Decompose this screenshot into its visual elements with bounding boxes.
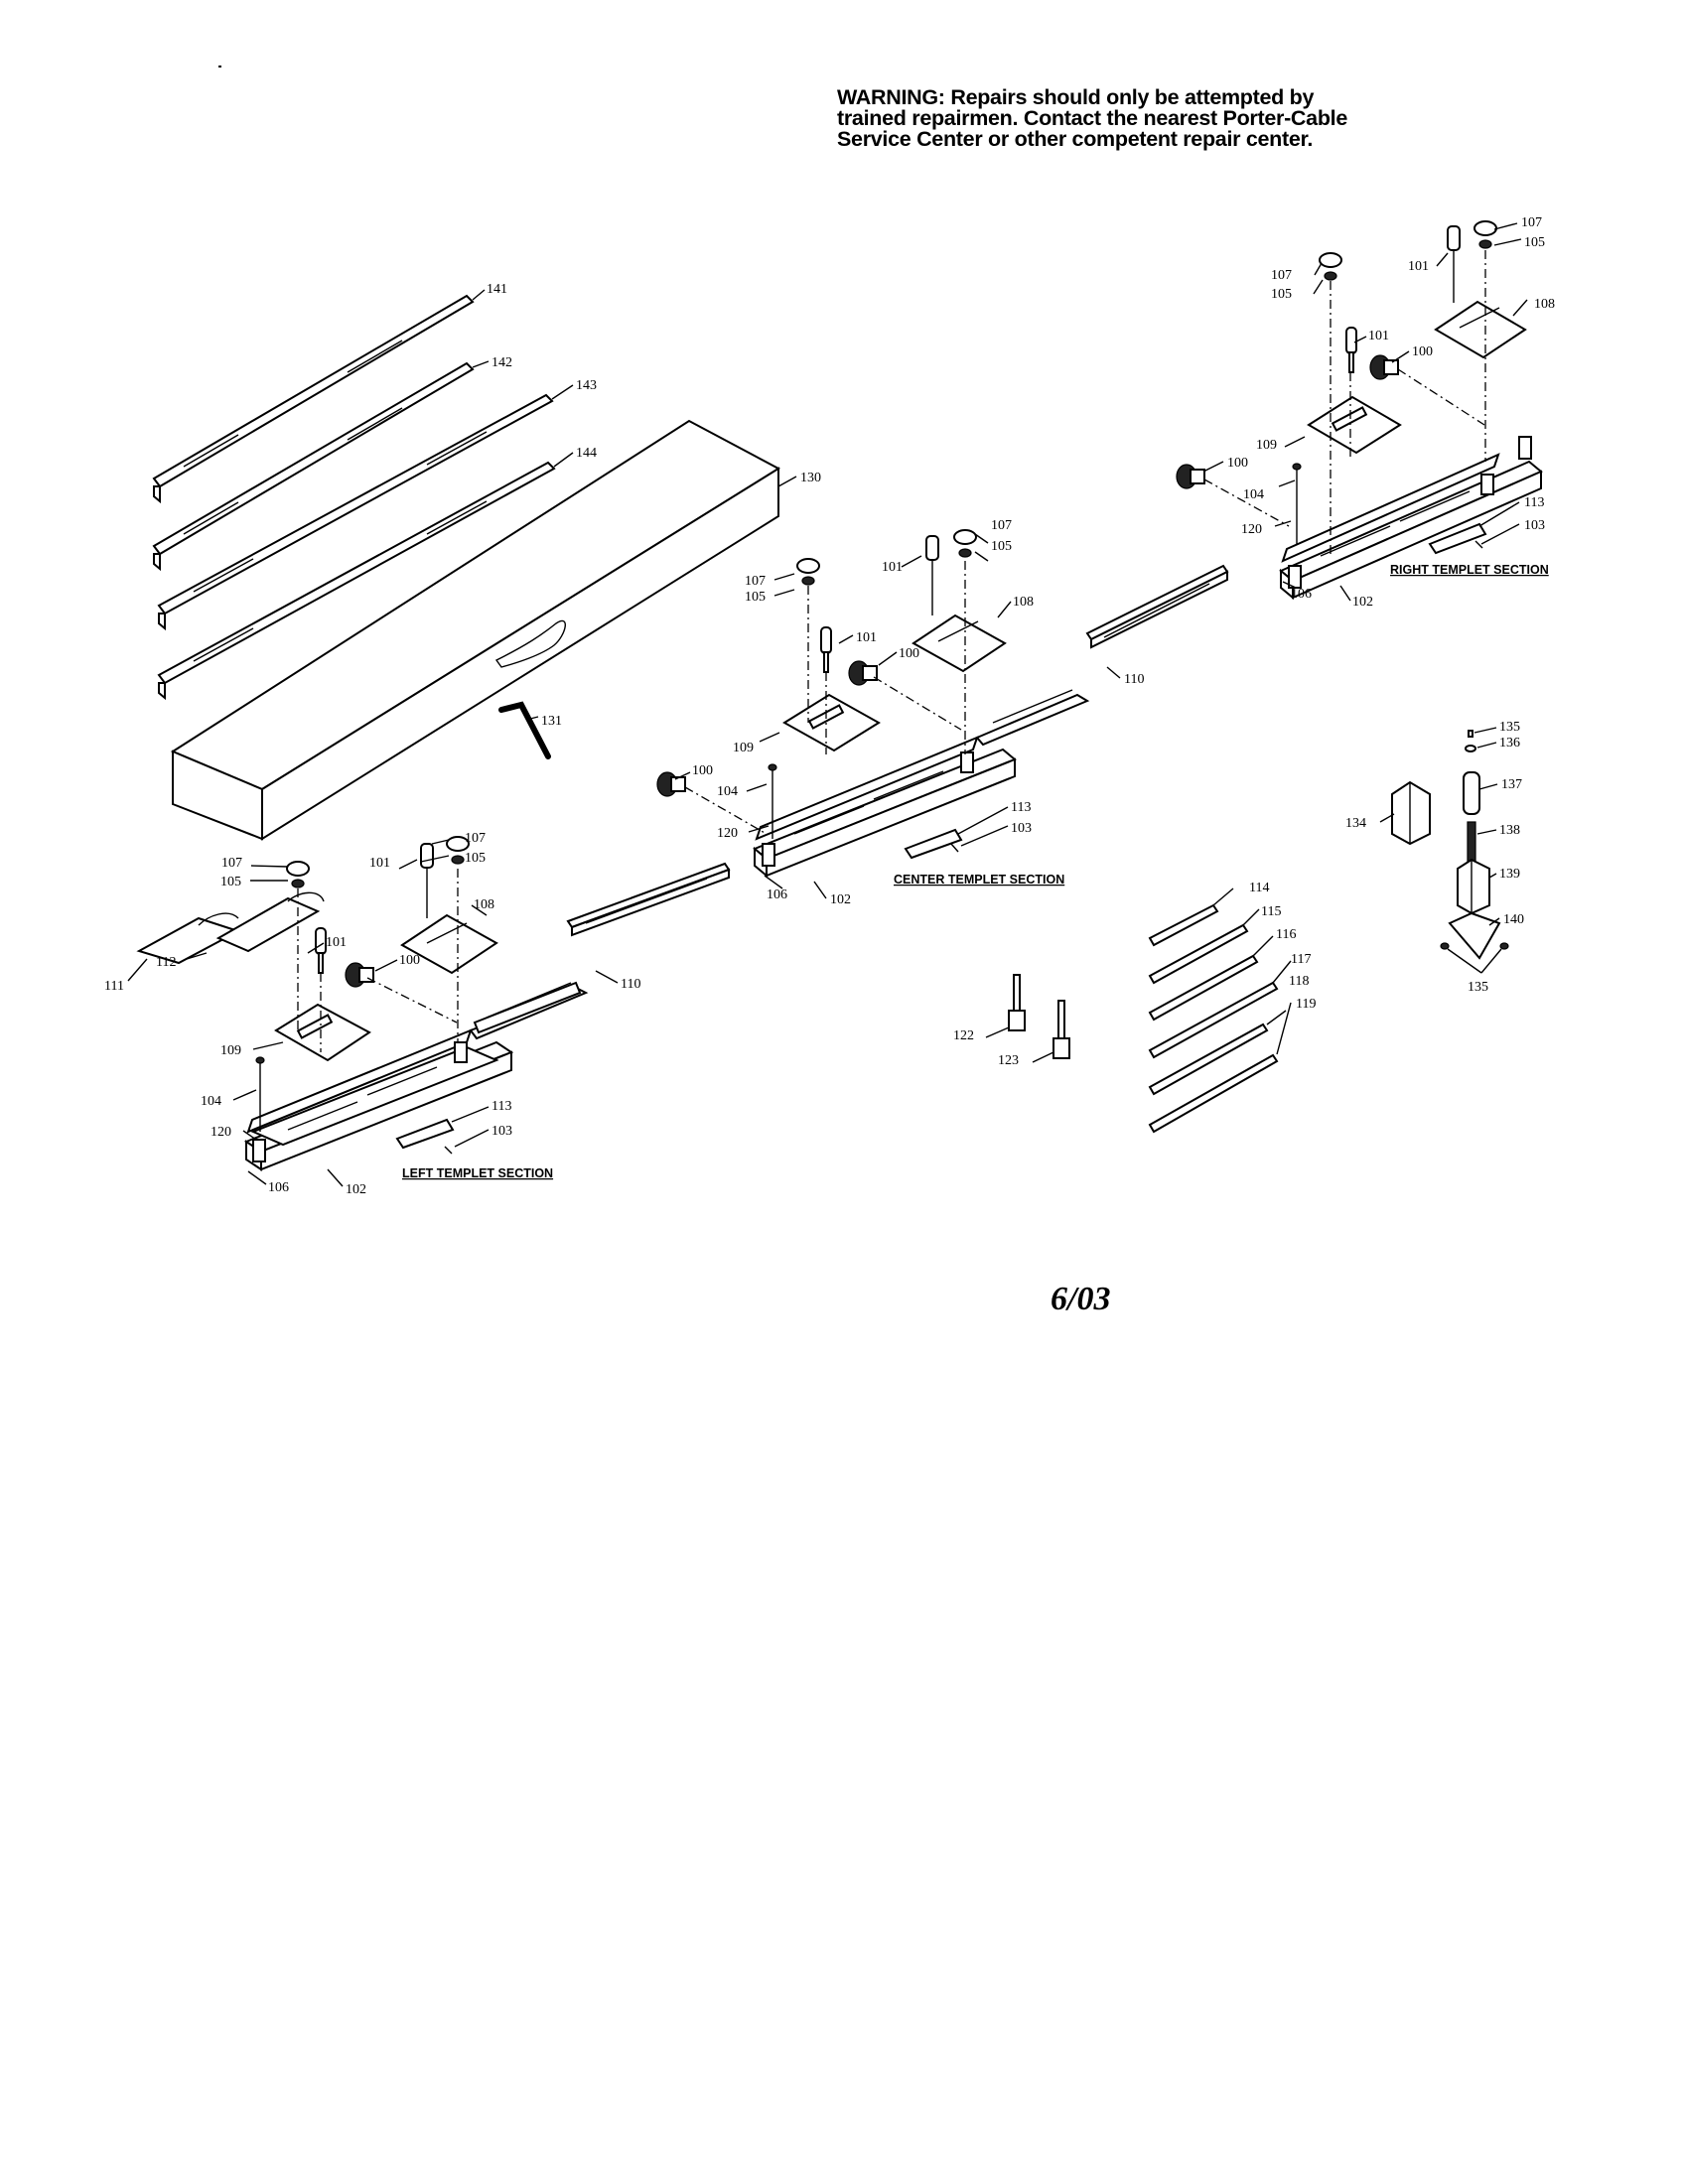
label-117: 117 — [1291, 952, 1311, 967]
label-106-center: 106 — [767, 887, 787, 902]
label-107-center-b: 107 — [991, 518, 1012, 533]
label-100-left: 100 — [399, 953, 420, 968]
label-106-left: 106 — [268, 1180, 289, 1195]
label-118: 118 — [1289, 974, 1309, 989]
label-100-center-b: 100 — [692, 763, 713, 778]
label-100-center: 100 — [899, 646, 919, 661]
label-108-right: 108 — [1534, 297, 1555, 312]
label-107-left: 107 — [221, 856, 242, 871]
label-101-left-b: 101 — [326, 935, 347, 950]
label-104-left: 104 — [201, 1094, 221, 1109]
label-105-center-b: 105 — [991, 539, 1012, 554]
label-101-right-a: 101 — [1408, 259, 1429, 274]
label-106-right: 106 — [1291, 587, 1312, 602]
label-120-right: 120 — [1241, 522, 1262, 537]
label-134: 134 — [1345, 816, 1366, 831]
label-102-left: 102 — [346, 1182, 366, 1197]
label-120-center: 120 — [717, 826, 738, 841]
guide-pins-122-123 — [1008, 974, 1070, 1059]
label-101-right-b: 101 — [1368, 329, 1389, 343]
right-section-label: RIGHT TEMPLET SECTION — [1390, 563, 1549, 577]
guide-rail-141 — [152, 294, 475, 504]
label-143: 143 — [576, 378, 597, 393]
label-107-right-a: 107 — [1521, 215, 1542, 230]
label-116: 116 — [1276, 927, 1296, 942]
label-105-center: 105 — [745, 590, 766, 605]
label-105-left: 105 — [220, 875, 241, 889]
label-122: 122 — [953, 1028, 974, 1043]
label-107-center: 107 — [745, 574, 766, 589]
label-102-center: 102 — [830, 892, 851, 907]
label-105-right-a: 105 — [1524, 235, 1545, 250]
guide-rail-142 — [152, 361, 475, 572]
label-135-top: 135 — [1499, 720, 1520, 735]
revision-date: 6/03 — [1051, 1281, 1111, 1317]
label-120-left: 120 — [210, 1125, 231, 1140]
hex-key-131 — [498, 701, 551, 759]
label-135-bottom: 135 — [1468, 980, 1488, 995]
label-110-center: 110 — [1124, 672, 1144, 687]
label-142: 142 — [491, 355, 512, 370]
label-141: 141 — [487, 282, 507, 297]
warning-notice: WARNING: Repairs should only be attempte… — [837, 85, 1393, 151]
warning-line-2: trained repairmen. Contact the nearest P… — [837, 106, 1347, 130]
label-104-center: 104 — [717, 784, 738, 799]
label-105-right-b: 105 — [1271, 287, 1292, 302]
label-112: 112 — [156, 955, 176, 970]
stray-mark — [218, 66, 221, 68]
label-144: 144 — [576, 446, 597, 461]
label-100-right-b: 100 — [1227, 456, 1248, 471]
part-labels: 141 142 143 144 130 131 111 112 105 107 … — [104, 215, 1555, 1197]
extension-bar-110-right — [1085, 564, 1229, 649]
bushing-assembly-134-140 — [1391, 730, 1509, 974]
label-109-left: 109 — [220, 1043, 241, 1058]
left-templet-section — [136, 836, 589, 1171]
label-110-left: 110 — [621, 977, 640, 992]
label-109-center: 109 — [733, 741, 754, 755]
label-136: 136 — [1499, 736, 1520, 751]
warning-line-1: WARNING: Repairs should only be attempte… — [837, 85, 1315, 109]
label-103-left: 103 — [491, 1124, 512, 1139]
left-section-label: LEFT TEMPLET SECTION — [402, 1166, 553, 1180]
extension-bar-110-left — [566, 862, 731, 937]
label-113-right: 113 — [1524, 495, 1544, 510]
label-140: 140 — [1503, 912, 1524, 927]
center-templet-section — [656, 529, 1090, 879]
label-138: 138 — [1499, 823, 1520, 838]
label-104-right: 104 — [1243, 487, 1264, 502]
label-113-center: 113 — [1011, 800, 1031, 815]
label-113-left: 113 — [491, 1099, 511, 1114]
label-103-right: 103 — [1524, 518, 1545, 533]
label-109-right: 109 — [1256, 438, 1277, 453]
right-templet-section — [1176, 220, 1543, 601]
label-102-right: 102 — [1352, 595, 1373, 610]
label-123: 123 — [998, 1053, 1019, 1068]
label-101-center-a: 101 — [882, 560, 903, 575]
label-108-center: 108 — [1013, 595, 1034, 610]
label-107-right-b: 107 — [1271, 268, 1292, 283]
warning-line-3: Service Center or other competent repair… — [837, 127, 1314, 151]
label-111: 111 — [104, 979, 124, 994]
leader-lines — [127, 222, 1528, 1187]
label-131: 131 — [541, 714, 562, 729]
center-section-label: CENTER TEMPLET SECTION — [894, 873, 1064, 887]
label-114: 114 — [1249, 881, 1269, 895]
label-139: 139 — [1499, 867, 1520, 882]
label-105-left-b: 105 — [465, 851, 486, 866]
guide-rail-144 — [157, 461, 556, 701]
label-115: 115 — [1261, 904, 1281, 919]
template-bars-114-119 — [1148, 903, 1279, 1134]
label-100-right-a: 100 — [1412, 344, 1433, 359]
label-107-left-b: 107 — [465, 831, 486, 846]
label-101-center-b: 101 — [856, 630, 877, 645]
label-101-left-a: 101 — [369, 856, 390, 871]
label-108-left: 108 — [474, 897, 494, 912]
label-137: 137 — [1501, 777, 1522, 792]
label-130: 130 — [800, 471, 821, 485]
label-103-center: 103 — [1011, 821, 1032, 836]
label-119: 119 — [1296, 997, 1316, 1012]
storage-case-130 — [170, 419, 781, 841]
guide-rail-143 — [157, 393, 554, 631]
